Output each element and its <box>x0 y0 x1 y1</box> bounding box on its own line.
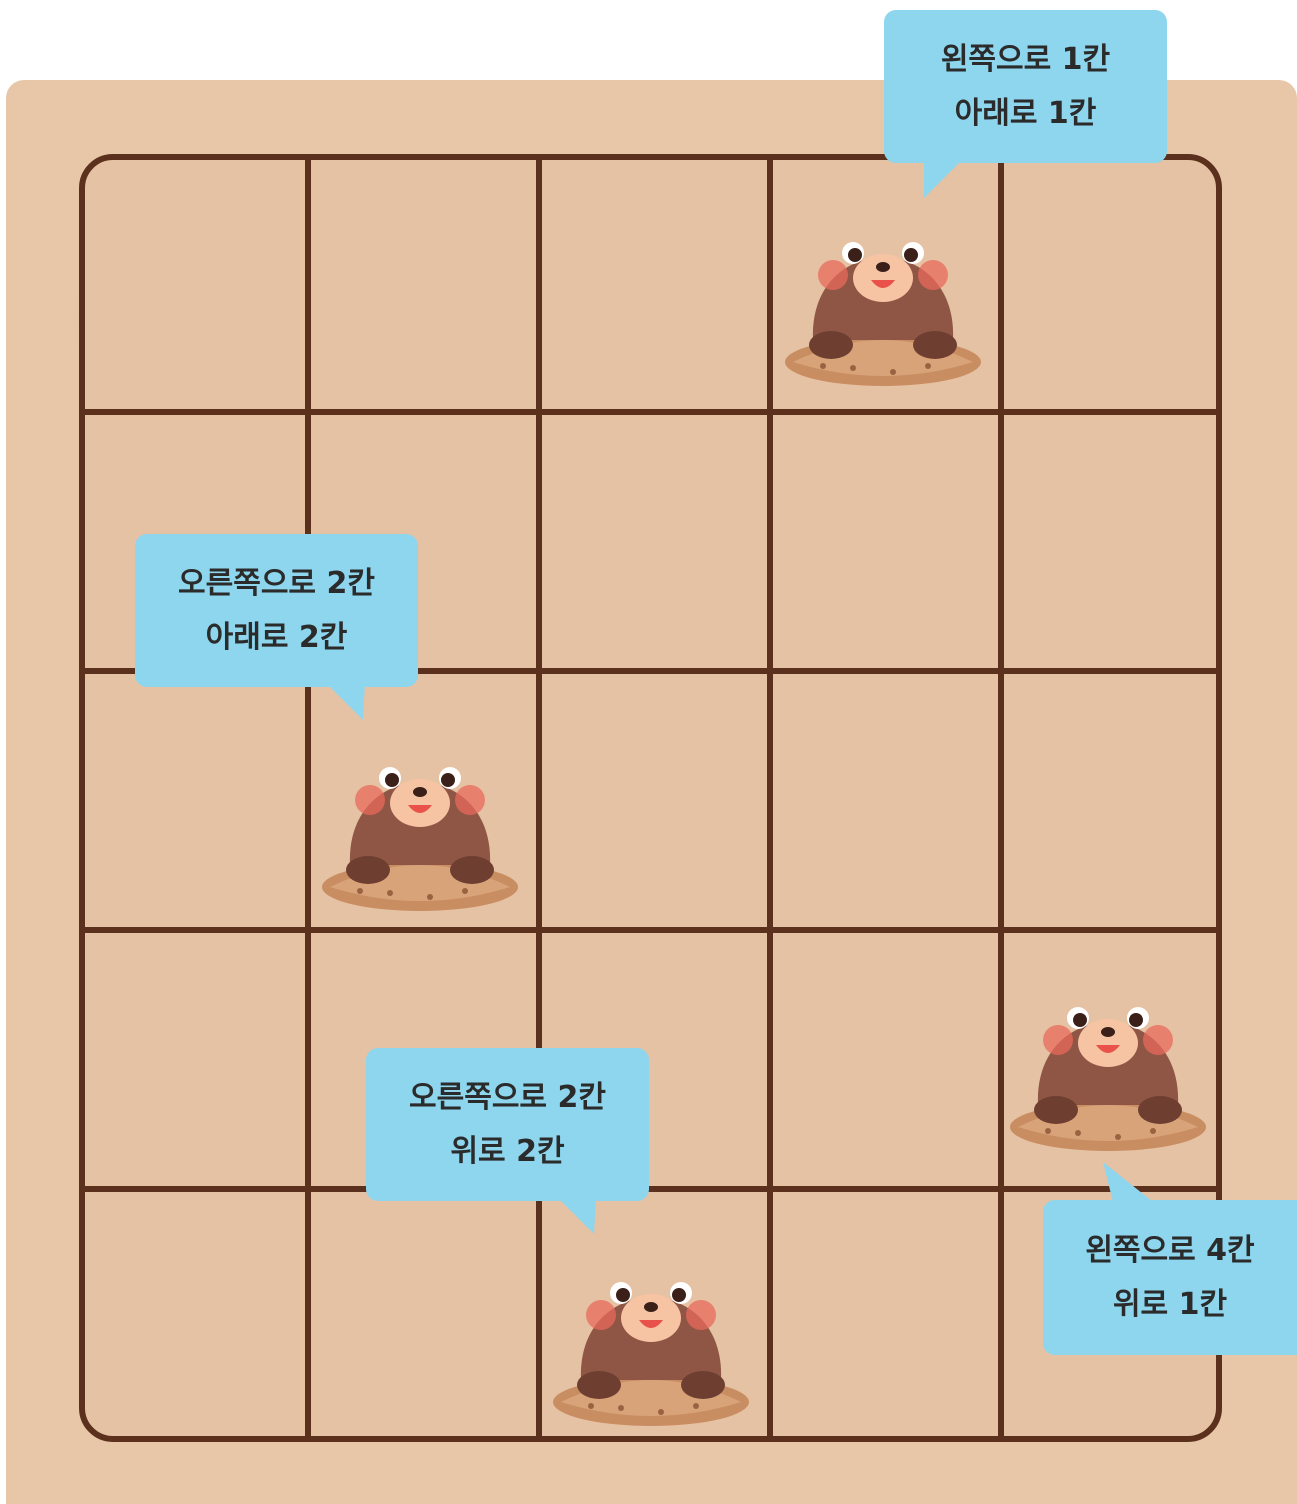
grid-line <box>767 160 773 1436</box>
instruction-line: 왼쪽으로 1칸 <box>941 33 1110 87</box>
mole-icon[interactable] <box>783 190 983 390</box>
instruction-bubble: 왼쪽으로 1칸 아래로 1칸 <box>884 10 1167 163</box>
grid-line <box>85 409 1216 415</box>
instruction-bubble: 왼쪽으로 4칸 위로 1칸 <box>1043 1200 1297 1355</box>
grid-line <box>998 160 1004 1436</box>
instruction-line: 오른쪽으로 2칸 <box>409 1071 606 1125</box>
instruction-bubble: 오른쪽으로 2칸 위로 2칸 <box>366 1048 649 1201</box>
grid-line <box>85 927 1216 933</box>
mole-icon[interactable] <box>1008 955 1208 1155</box>
instruction-line: 아래로 2칸 <box>206 611 348 665</box>
grid-line <box>85 1186 1216 1192</box>
instruction-line: 왼쪽으로 4칸 <box>1085 1224 1254 1278</box>
grid-line <box>305 160 311 1436</box>
instruction-line: 위로 2칸 <box>450 1125 564 1179</box>
instruction-line: 아래로 1칸 <box>955 87 1097 141</box>
grid-line <box>536 160 542 1436</box>
mole-icon[interactable] <box>551 1230 751 1430</box>
instruction-line: 오른쪽으로 2칸 <box>178 557 375 611</box>
mole-icon[interactable] <box>320 715 520 915</box>
instruction-bubble: 오른쪽으로 2칸 아래로 2칸 <box>135 534 418 687</box>
instruction-line: 위로 1칸 <box>1113 1278 1227 1332</box>
